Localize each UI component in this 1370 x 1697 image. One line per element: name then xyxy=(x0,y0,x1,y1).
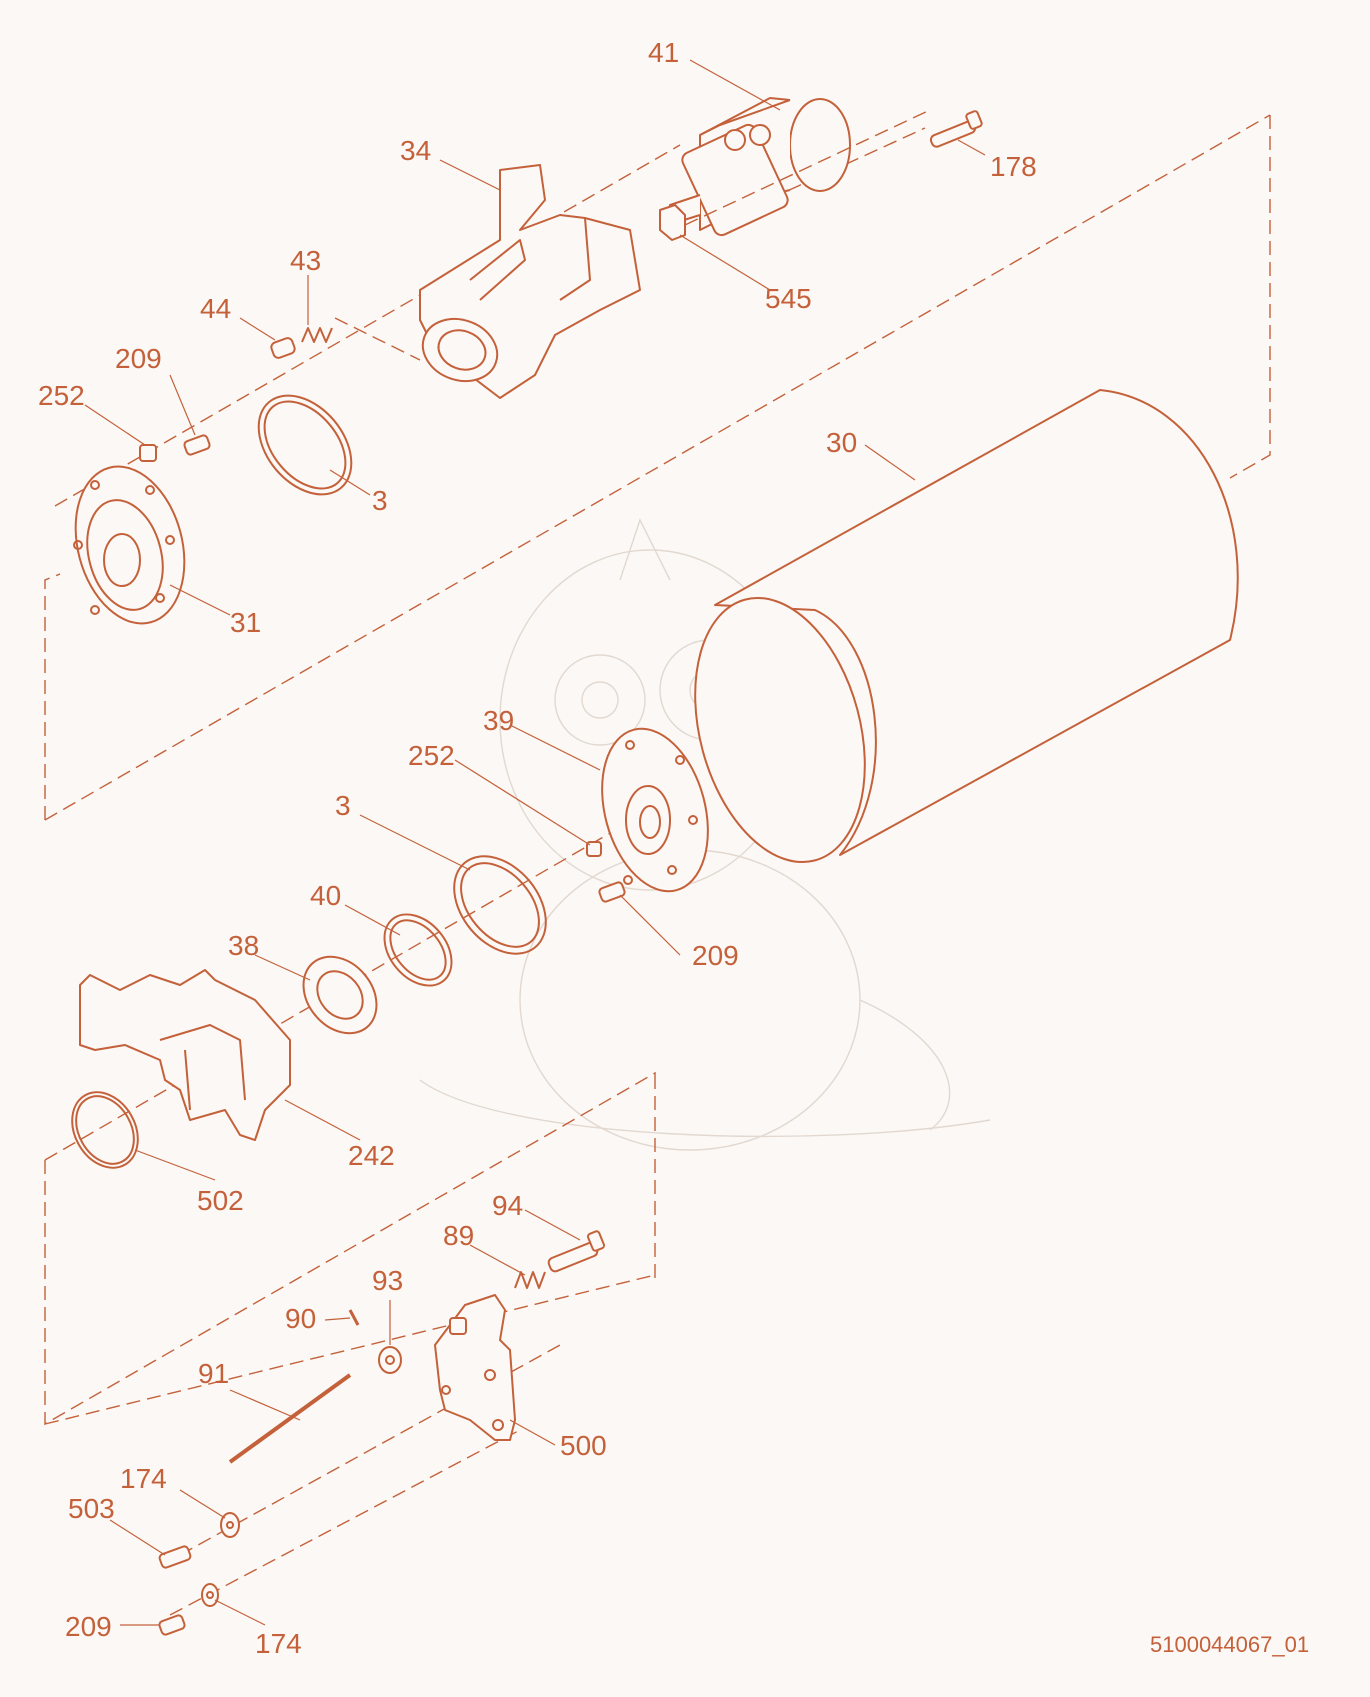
nut-part-93 xyxy=(378,1346,402,1374)
callout-44: 44 xyxy=(200,293,231,324)
leader-lines xyxy=(84,59,986,1626)
callout-209-middle: 209 xyxy=(692,940,739,971)
callout-30: 30 xyxy=(826,427,857,458)
assembly-guide-lines xyxy=(44,114,1271,1616)
callout-41: 41 xyxy=(648,37,679,68)
callout-39: 39 xyxy=(483,705,514,736)
screw-part-252-middle xyxy=(586,841,602,857)
callout-90: 90 xyxy=(285,1303,316,1334)
callout-252-top: 252 xyxy=(38,380,85,411)
spring-part-43 xyxy=(301,327,333,343)
spring-part-89 xyxy=(514,1271,546,1289)
callout-242: 242 xyxy=(348,1140,395,1171)
rod-part-91 xyxy=(228,1373,352,1464)
pin-part-90 xyxy=(348,1309,360,1326)
lever-part-500 xyxy=(434,1294,516,1441)
o-ring-part-502 xyxy=(71,1091,139,1169)
callout-89: 89 xyxy=(443,1220,474,1251)
callout-209-top: 209 xyxy=(115,343,162,374)
callout-40: 40 xyxy=(310,880,341,911)
callout-34: 34 xyxy=(400,135,431,166)
hydraulic-motor-part-41 xyxy=(659,97,931,241)
callout-178: 178 xyxy=(990,151,1037,182)
drum-part-30 xyxy=(694,389,1239,864)
bolt-part-178 xyxy=(929,110,983,148)
callout-503: 503 xyxy=(68,1493,115,1524)
bracket-part-34 xyxy=(419,164,641,399)
screw-part-209-bottom xyxy=(158,1614,186,1636)
callout-252-middle: 252 xyxy=(408,740,455,771)
screw-part-252-top xyxy=(139,444,157,462)
o-ring-part-3-middle xyxy=(453,855,547,955)
callout-3-middle: 3 xyxy=(335,790,351,821)
callout-209-bottom: 209 xyxy=(65,1611,112,1642)
callout-94: 94 xyxy=(492,1190,523,1221)
drawing-code: 5100044067_01 xyxy=(1150,1632,1309,1657)
callout-43: 43 xyxy=(290,245,321,276)
o-ring-part-3-top xyxy=(257,394,353,496)
callout-labels: 41 178 34 545 43 44 209 252 3 30 31 39 2… xyxy=(38,37,1309,1659)
callout-545: 545 xyxy=(765,283,812,314)
callout-502: 502 xyxy=(197,1185,244,1216)
callout-174-lower: 174 xyxy=(255,1628,302,1659)
screw-part-503 xyxy=(158,1545,192,1569)
callout-500: 500 xyxy=(560,1430,607,1461)
flange-part-31 xyxy=(73,465,186,625)
callout-91: 91 xyxy=(198,1358,229,1389)
bracket-part-242 xyxy=(79,969,291,1141)
flange-part-39 xyxy=(601,727,709,893)
callout-31: 31 xyxy=(230,607,261,638)
callout-38: 38 xyxy=(228,930,259,961)
screw-part-209-top xyxy=(183,434,211,456)
pin-part-94 xyxy=(547,1230,606,1273)
screw-part-209-middle xyxy=(598,881,626,903)
washer-part-174-lower xyxy=(201,1583,219,1607)
ring-part-40 xyxy=(383,913,453,987)
bearing-part-38 xyxy=(302,955,378,1035)
plug-part-44 xyxy=(270,337,296,359)
callout-174-upper: 174 xyxy=(120,1463,167,1494)
callout-93: 93 xyxy=(372,1265,403,1296)
callout-3-top: 3 xyxy=(372,485,388,516)
washer-part-174-upper xyxy=(220,1512,240,1538)
